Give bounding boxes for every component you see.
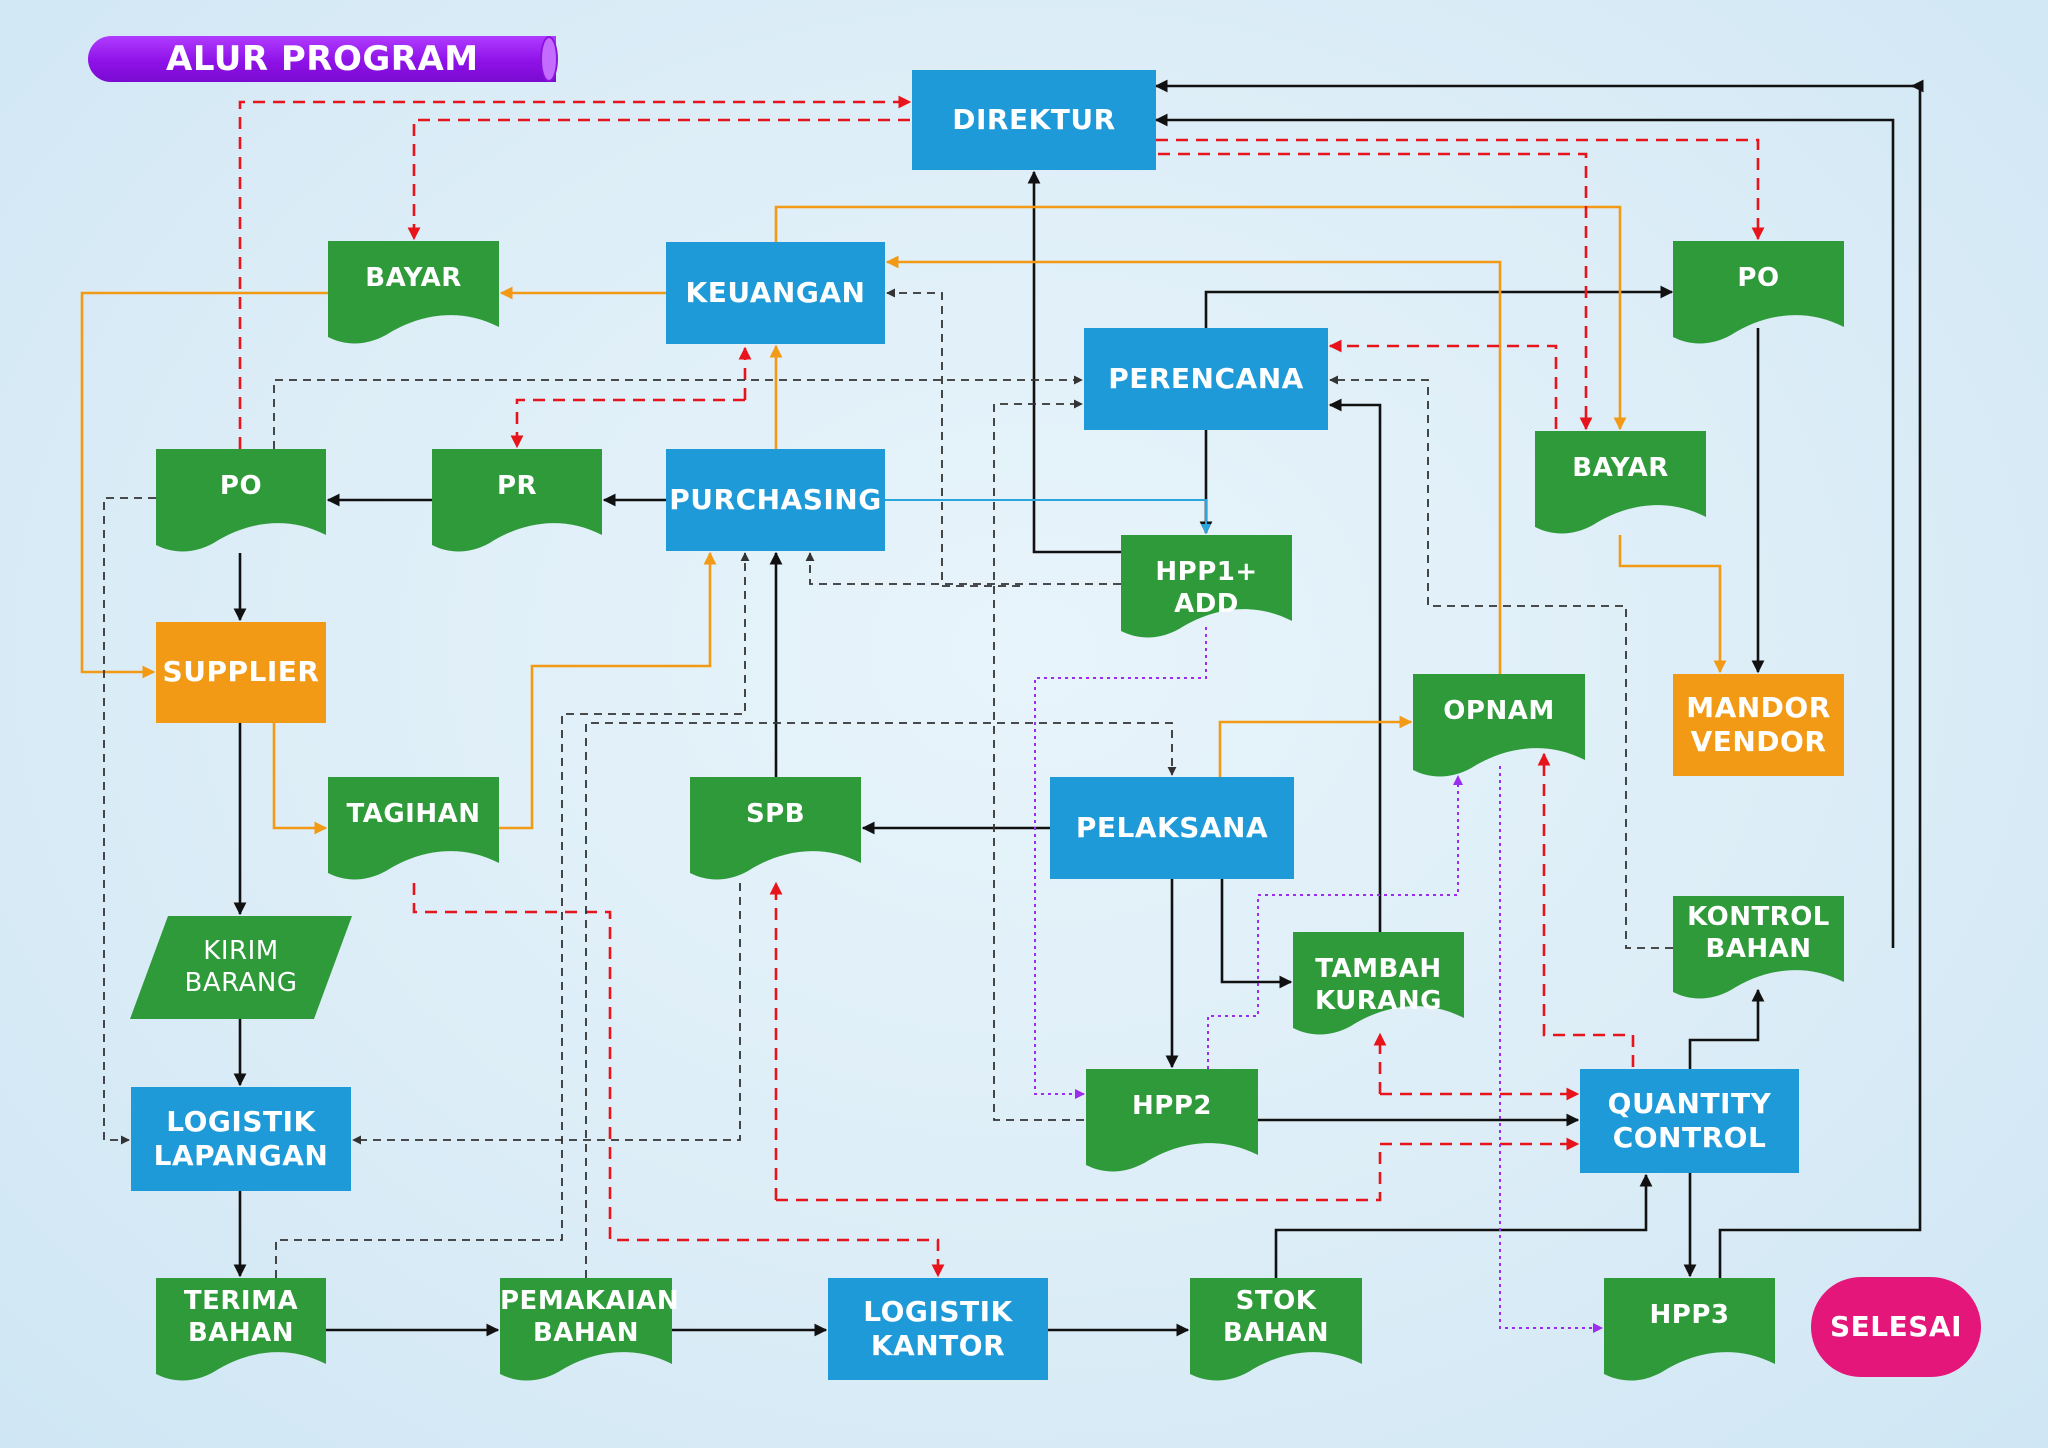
edge-tagihan-to-purchasing bbox=[499, 551, 717, 830]
edge-direktur-to-bayar bbox=[407, 118, 910, 241]
node-spb: SPB bbox=[690, 777, 861, 881]
node-logistik-kantor: LOGISTIK KANTOR bbox=[828, 1278, 1048, 1380]
node-keuangan: KEUANGAN bbox=[666, 242, 885, 344]
node-quantity-control: QUANTITY CONTROL bbox=[1580, 1069, 1799, 1173]
node-supplier: SUPPLIER bbox=[156, 622, 326, 723]
node-opnam: OPNAM bbox=[1413, 674, 1585, 778]
edge-spb-to-qc bbox=[776, 1137, 1580, 1202]
node-bayar-left: BAYAR bbox=[328, 241, 499, 345]
edge-qc-to-kontrol bbox=[1688, 988, 1765, 1069]
edge-supplier-to-tagihan bbox=[272, 723, 328, 835]
node-tagihan: TAGIHAN bbox=[328, 777, 499, 881]
edge-qc-to-opnam bbox=[1537, 752, 1635, 1067]
node-purchasing: PURCHASING bbox=[666, 449, 885, 551]
title-banner: ALUR PROGRAM bbox=[88, 36, 556, 82]
edge-bayar-to-supplier bbox=[80, 291, 328, 679]
edge-stok-to-qc bbox=[1274, 1173, 1653, 1278]
edge-po-to-perencana bbox=[273, 375, 1083, 449]
edge-po-direktur bbox=[238, 95, 912, 449]
node-direktur: DIREKTUR bbox=[912, 70, 1156, 170]
edge-hpp1-to-keuangan bbox=[886, 288, 1020, 587]
edge-direktur-to-po-right bbox=[1156, 138, 1765, 241]
edge-spb-to-logistik bbox=[352, 883, 741, 1145]
node-logistik-lapangan: LOGISTIK LAPANGAN bbox=[131, 1087, 351, 1191]
edge-pelaksana-to-tambah bbox=[1220, 879, 1293, 989]
node-pelaksana: PELAKSANA bbox=[1050, 777, 1294, 879]
edge-hpp2-to-opnam bbox=[1207, 775, 1463, 1069]
edge-purchasing-to-hpp1 bbox=[885, 499, 1211, 534]
title-banner-cap bbox=[540, 36, 558, 82]
node-stok-bahan: STOK BAHAN bbox=[1190, 1278, 1362, 1382]
edge-kontrol-bahan-to-direktur bbox=[1154, 113, 1895, 948]
edge-tambah-to-perencana bbox=[1328, 398, 1382, 932]
node-hpp1-add: HPP1+ ADD bbox=[1121, 535, 1292, 639]
edge-pelaksana-to-opnam bbox=[1218, 715, 1413, 777]
edge-po-to-logistik bbox=[103, 497, 156, 1145]
edge-bayar-right-to-perencana bbox=[1328, 339, 1558, 429]
node-hpp2: HPP2 bbox=[1086, 1069, 1258, 1173]
edge-perencana-to-po bbox=[1204, 285, 1674, 328]
edge-hpp2-to-perencana bbox=[993, 399, 1084, 1121]
node-kirim-barang: KIRIM BARANG bbox=[130, 916, 352, 1019]
node-tambah-kurang: TAMBAH KURANG bbox=[1293, 932, 1464, 1036]
edge-keuangan-to-pr bbox=[510, 398, 745, 449]
edge-tagihan-to-logistik-kantor bbox=[412, 883, 945, 1278]
edge-direktur-to-bayar-right bbox=[1158, 152, 1593, 431]
node-pr: PR bbox=[432, 449, 602, 553]
edge-keuangan-to-bayar-right bbox=[774, 205, 1627, 431]
edge-kontrol-to-perencana bbox=[1329, 375, 1673, 949]
node-po-right: PO bbox=[1673, 241, 1844, 345]
edge-hpp1-to-purchasing bbox=[805, 552, 1121, 585]
edge-opnam-to-keuangan bbox=[885, 255, 1502, 674]
page-title: ALUR PROGRAM bbox=[166, 39, 479, 79]
edge-opnam-to-hpp3 bbox=[1499, 766, 1603, 1333]
node-bayar-right: BAYAR bbox=[1535, 431, 1706, 535]
node-hpp3: HPP3 bbox=[1604, 1278, 1775, 1382]
node-perencana: PERENCANA bbox=[1084, 328, 1328, 430]
node-pemakaian-bahan: PEMAKAIAN BAHAN bbox=[500, 1278, 679, 1382]
edge-terima-to-purchasing bbox=[275, 552, 750, 1278]
node-terima-bahan: TERIMA BAHAN bbox=[156, 1278, 326, 1382]
node-mandor-vendor: MANDOR VENDOR bbox=[1673, 674, 1844, 776]
edge-bayar-right-to-mandor bbox=[1618, 535, 1727, 674]
node-kontrol-bahan: KONTROL BAHAN bbox=[1673, 896, 1844, 1000]
node-selesai: SELESAI bbox=[1811, 1277, 1981, 1377]
node-po-left: PO bbox=[156, 449, 326, 553]
edge-hpp1-to-direktur bbox=[1027, 170, 1121, 554]
edge-pemakaian-to-pelaksana bbox=[585, 722, 1177, 1278]
